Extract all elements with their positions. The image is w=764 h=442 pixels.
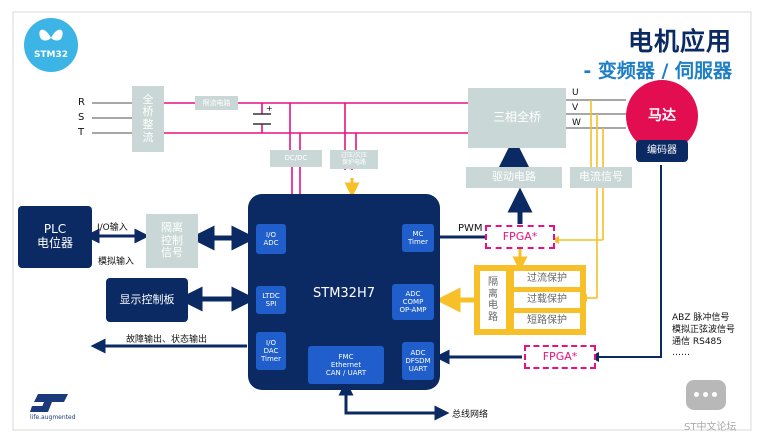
mc-timer-block: MC Timer xyxy=(402,224,434,252)
io-dac-timer-block: I/O DAC Timer xyxy=(256,332,286,370)
stm32-logo: STM32 xyxy=(24,18,78,72)
protection-circuit-label: 过压/欠压 保护电路 xyxy=(340,151,368,166)
overload-label: 过载保护 xyxy=(527,294,567,306)
isolation-circuit-label: 隔 离 电 路 xyxy=(488,277,498,323)
watermark-text: ST中文论坛 xyxy=(684,422,737,433)
page-title: 电机应用 xyxy=(627,27,732,56)
driver-circuit-block: 驱动电路 xyxy=(466,167,562,188)
ltdc-spi-label: LTDC SPI xyxy=(262,291,280,308)
st-logo-text: life.augmented xyxy=(30,414,76,421)
encoder-block: 编码器 xyxy=(636,140,688,162)
bus-network-label: 总线网络 xyxy=(452,410,489,420)
isolation-control-label: 隔离 控制 信号 xyxy=(161,221,183,260)
three-phase-bridge-block: 三相全桥 xyxy=(468,88,566,148)
phase-t-label: T xyxy=(78,127,85,138)
abz-signal-label: ABZ 脉冲信号 xyxy=(672,313,730,323)
st-logo: life.augmented xyxy=(30,392,82,424)
phase-s-label: S xyxy=(78,112,85,123)
three-phase-bridge-label: 三相全桥 xyxy=(492,110,541,125)
encoder-label: 编码器 xyxy=(647,145,677,157)
display-control-board-block: 显示控制板 xyxy=(106,278,188,322)
motor-label: 马达 xyxy=(648,107,676,124)
current-signal-label: 电流信号 xyxy=(579,170,623,184)
current-signal-block: 电流信号 xyxy=(570,167,632,188)
short-circuit-label: 短路保护 xyxy=(527,315,567,327)
phase-u-label: U xyxy=(572,88,579,98)
io-input-label: I/O输入 xyxy=(97,223,128,233)
page-subtitle: - 变频器 / 伺服器 xyxy=(583,60,732,82)
fpga-block-top: FPGA* xyxy=(485,225,555,249)
protection-group: 隔 离 电 路 过流保护 过载保护 短路保护 xyxy=(474,265,586,335)
plc-block: PLC 电位器 xyxy=(18,206,92,268)
adc-dfsdm-uart-label: ADC DFSDM UART xyxy=(405,348,431,374)
protection-circuit-block: 过压/欠压 保护电路 xyxy=(330,150,378,169)
fpga-top-label: FPGA* xyxy=(502,229,538,243)
phase-r-label: R xyxy=(78,97,85,108)
phase-v-label: V xyxy=(572,103,579,113)
dcdc-block: DC/DC xyxy=(270,150,322,167)
pwm-label: PWM xyxy=(458,223,483,234)
stm32-logo-text: STM32 xyxy=(33,50,69,60)
fmc-ethernet-block: FMC Ethernet CAN / UART xyxy=(308,346,384,384)
chat-dot xyxy=(703,392,708,397)
rectifier-label: 全 桥 整 流 xyxy=(142,92,154,144)
fpga-bottom-label: FPGA* xyxy=(542,349,578,363)
over-current-block: 过流保护 xyxy=(514,271,580,287)
over-current-label: 过流保护 xyxy=(527,273,567,285)
chat-dot xyxy=(712,392,717,397)
dcdc-label: DC/DC xyxy=(284,154,308,163)
limiter-block: 限流电路 xyxy=(195,96,238,110)
adc-comp-opamp-label: ADC COMP OP-AMP xyxy=(399,289,427,315)
io-adc-label: I/O ADC xyxy=(263,230,279,247)
butterfly-icon xyxy=(39,29,63,41)
st-logo-icon xyxy=(30,394,68,412)
display-control-board-label: 显示控制板 xyxy=(119,292,175,306)
fmc-ethernet-label: FMC Ethernet CAN / UART xyxy=(325,352,367,378)
fault-output-label: 故障输出、状态输出 xyxy=(126,335,208,345)
short-circuit-block: 短路保护 xyxy=(514,313,580,329)
capacitor-plus-sign: + xyxy=(266,104,273,113)
phase-w-label: W xyxy=(572,118,581,128)
plc-label: PLC 电位器 xyxy=(36,222,73,250)
adc-comp-opamp-block: ADC COMP OP-AMP xyxy=(392,284,434,320)
more-signals-label: …… xyxy=(672,348,690,358)
fpga-block-bottom: FPGA* xyxy=(524,345,596,369)
chat-dot xyxy=(694,392,699,397)
io-dac-timer-label: I/O DAC Timer xyxy=(260,338,281,364)
analog-input-label: 模拟输入 xyxy=(98,257,135,267)
isolation-circuit-block: 隔 离 电 路 xyxy=(480,271,506,329)
rectifier-block: 全 桥 整 流 xyxy=(132,86,164,152)
ltdc-spi-block: LTDC SPI xyxy=(256,286,286,314)
rs485-label: 通信 RS485 xyxy=(672,337,723,347)
isolation-control-block: 隔离 控制 信号 xyxy=(146,214,198,268)
sine-signal-label: 模拟正弦波信号 xyxy=(672,325,736,335)
stm32h7-mcu: STM32H7 I/O ADC LTDC SPI I/O DAC Timer F… xyxy=(248,194,440,390)
io-adc-block: I/O ADC xyxy=(256,224,286,254)
mc-timer-label: MC Timer xyxy=(407,229,428,246)
mcu-title: STM32H7 xyxy=(313,286,375,301)
driver-circuit-label: 驱动电路 xyxy=(492,170,536,184)
limiter-label: 限流电路 xyxy=(202,98,231,107)
overload-block: 过载保护 xyxy=(514,292,580,308)
chat-bubble-icon xyxy=(686,380,726,410)
adc-dfsdm-uart-block: ADC DFSDM UART xyxy=(402,342,434,380)
